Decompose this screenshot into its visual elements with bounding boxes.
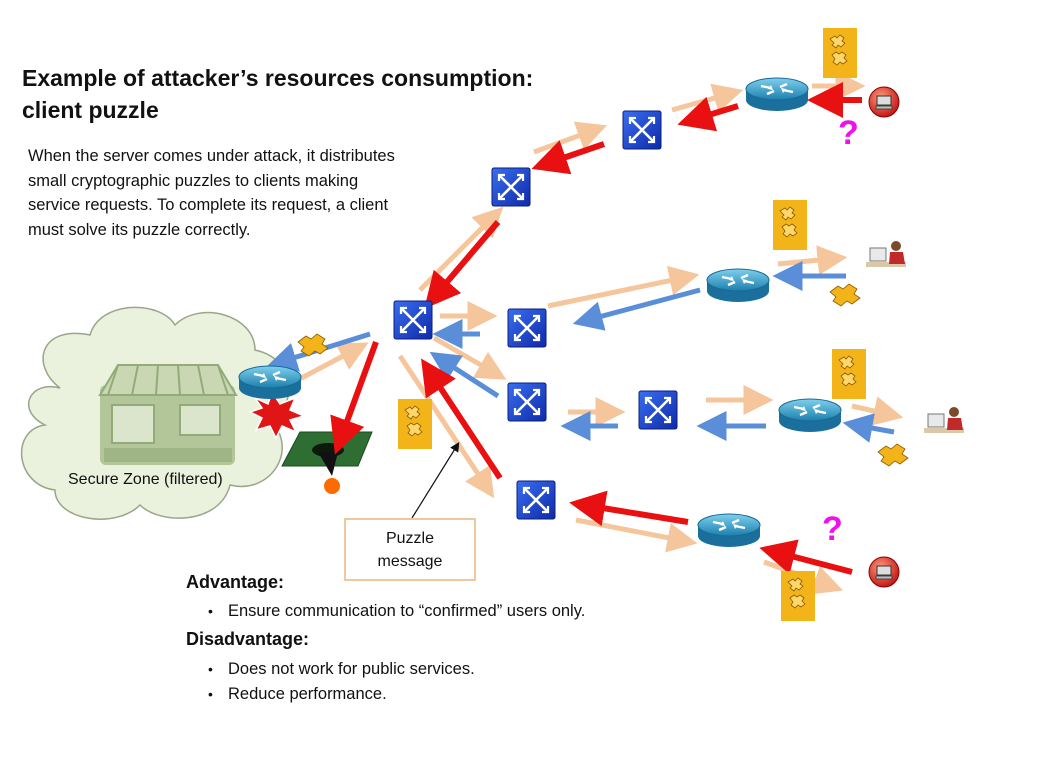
router-icon [696, 512, 762, 549]
page-title: Example of attacker’s resources consumpt… [22, 65, 534, 123]
puzzle-icon [780, 570, 816, 622]
switch-icon [506, 381, 548, 423]
question-mark-top: ? [838, 114, 859, 152]
attacker-pc-icon [868, 86, 900, 118]
disadvantage-list: Does not work for public services. Reduc… [186, 657, 706, 707]
advantage-list: Ensure communication to “confirmed” user… [186, 599, 706, 624]
puzzle-icon [772, 199, 808, 251]
puzzle-icon [822, 27, 858, 79]
switch-icon [392, 299, 434, 341]
router-icon [237, 364, 303, 401]
description-text: When the server comes under attack, it d… [28, 147, 395, 239]
list-item: Reduce performance. [208, 682, 706, 707]
attacker-pc-icon [868, 556, 900, 588]
shop-icon [98, 364, 238, 465]
switch-icon [506, 307, 548, 349]
list-item: Does not work for public services. [208, 657, 706, 682]
pros-cons-section: Advantage: Ensure communication to “conf… [186, 569, 706, 711]
switch-icon [515, 479, 557, 521]
user-at-desk-icon [865, 240, 907, 268]
puzzle-icon [397, 398, 433, 450]
list-item: Ensure communication to “confirmed” user… [208, 599, 706, 624]
switch-icon [490, 166, 532, 208]
disadvantage-heading: Disadvantage: [186, 629, 310, 649]
user-at-desk-icon [923, 406, 965, 434]
switch-icon [637, 389, 679, 431]
router-icon [777, 397, 843, 434]
puzzle-message-callout: Puzzle message [344, 518, 476, 581]
question-mark-bottom: ? [822, 510, 843, 548]
router-icon [744, 76, 810, 113]
router-icon [705, 267, 771, 304]
puzzle-icon [297, 283, 909, 467]
puzzle-icon [831, 348, 867, 400]
advantage-heading: Advantage: [186, 572, 285, 592]
switch-icon [621, 109, 663, 151]
secure-zone-label: Secure Zone (filtered) [68, 471, 223, 488]
funnel-trap-icon [281, 431, 373, 494]
